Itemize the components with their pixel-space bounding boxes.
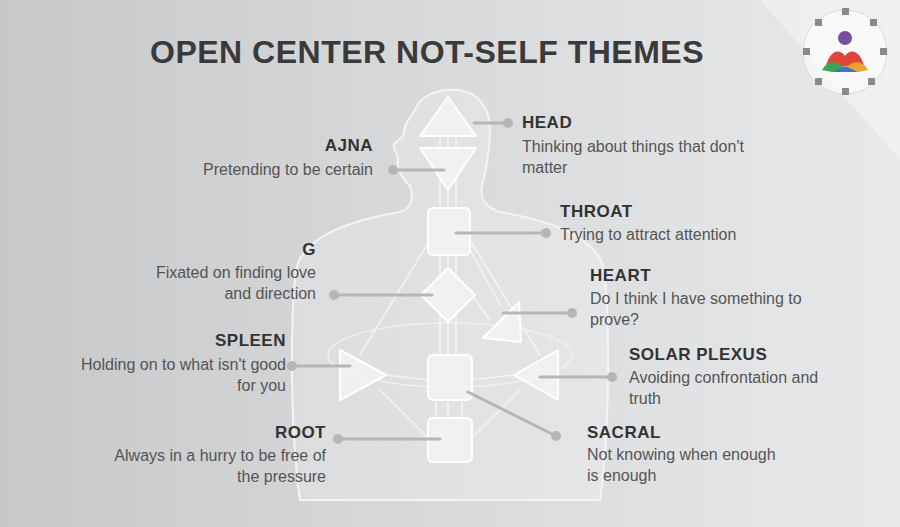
- theme-text: Not knowing when enough is enough: [587, 444, 787, 486]
- center-name: SOLAR PLEXUS: [629, 345, 767, 365]
- theme-text: Do I think I have something to prove?: [590, 288, 802, 330]
- corner-band: [760, 0, 900, 160]
- diagram-title: OPEN CENTER NOT-SELF THEMES: [150, 34, 704, 71]
- theme-text: Fixated on finding love and direction: [126, 262, 316, 304]
- theme-text: Always in a hurry to be free of the pres…: [104, 445, 326, 487]
- sacral-center: [428, 355, 472, 400]
- center-name: HEART: [590, 266, 651, 286]
- theme-text: Avoiding confrontation and truth: [629, 367, 824, 409]
- center-name: THROAT: [560, 202, 633, 222]
- center-name: AJNA: [325, 136, 373, 156]
- center-name: ROOT: [275, 423, 326, 443]
- theme-text: Pretending to be certain: [203, 159, 373, 180]
- head-center: [420, 97, 476, 136]
- center-name: G: [302, 240, 316, 260]
- solar-plexus-center: [514, 350, 558, 400]
- logo: [803, 8, 887, 95]
- center-name: SPLEEN: [215, 331, 286, 351]
- channels: [360, 135, 540, 440]
- theme-text: Holding on to what isn't good for you: [81, 354, 286, 396]
- spleen-center: [340, 350, 386, 400]
- center-name: SACRAL: [587, 423, 661, 443]
- theme-text: Trying to attract attention: [560, 224, 736, 245]
- heart-center: [483, 302, 521, 342]
- center-name: HEAD: [522, 113, 572, 133]
- theme-text: Thinking about things that don't matter: [522, 136, 752, 178]
